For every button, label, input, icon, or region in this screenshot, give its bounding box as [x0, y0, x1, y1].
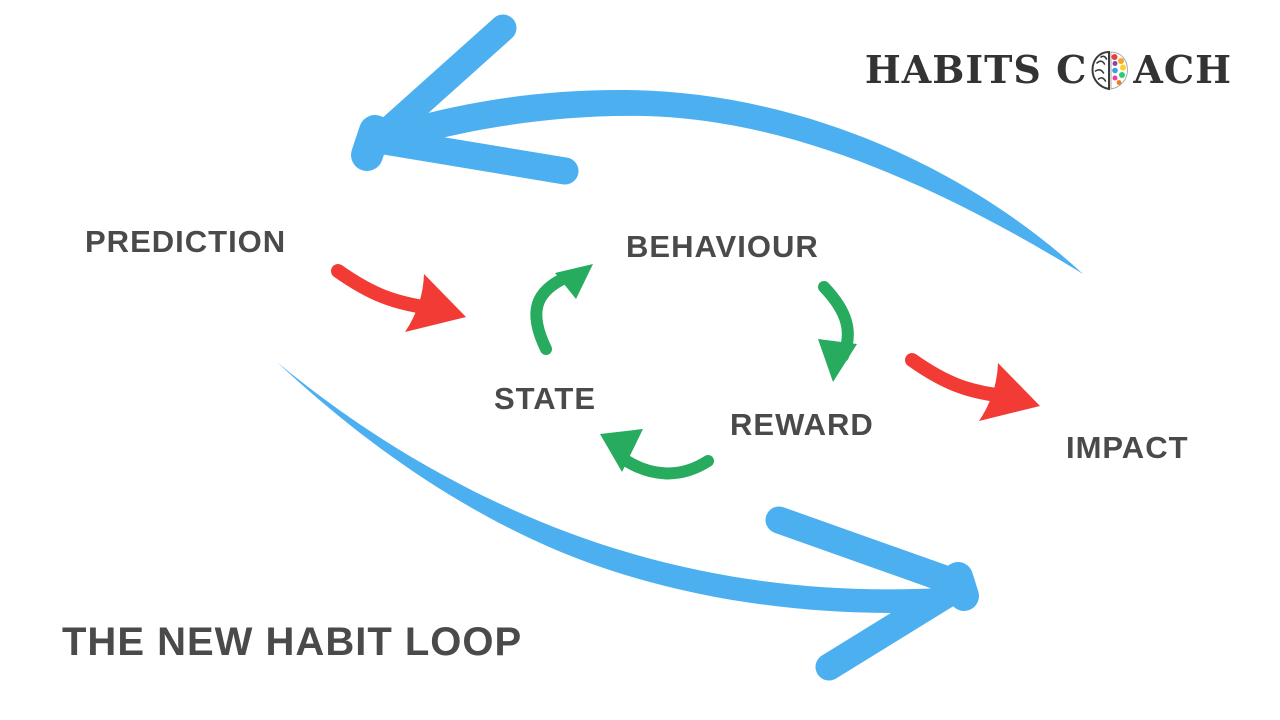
arrow-head	[979, 363, 1040, 421]
reward-to-impact-arrow	[905, 353, 1040, 421]
brand-logo: HABITS C ACH	[865, 48, 1232, 92]
behaviour-to-reward-arrow	[818, 281, 857, 382]
brain-icon	[1091, 50, 1129, 91]
prediction-into-loop-arrow	[331, 264, 466, 332]
node-label-impact: IMPACT	[1066, 430, 1189, 465]
arrow-shaft	[377, 90, 1083, 274]
node-label-state: STATE	[494, 381, 597, 416]
node-label-behaviour: BEHAVIOUR	[626, 229, 819, 264]
node-label-prediction: PREDICTION	[85, 224, 287, 259]
arrow-head	[600, 429, 643, 472]
arrow-head	[405, 274, 466, 332]
arrow-head	[818, 339, 857, 382]
arrow-head	[555, 264, 593, 299]
arrow-shaft	[616, 452, 714, 480]
outer-loop-bottom-arrow	[277, 362, 979, 681]
arrow-shaft	[277, 362, 940, 613]
arrow-shaft	[905, 353, 1011, 403]
diagram-title: THE NEW HABIT LOOP	[62, 620, 523, 664]
arrow-shaft	[331, 264, 437, 315]
arrow-shaft	[530, 271, 573, 355]
reward-to-state-arrow	[600, 429, 714, 480]
logo-text-left: HABITS C	[864, 47, 1088, 92]
state-to-behaviour-arrow	[530, 264, 593, 355]
arrow-head-blob	[943, 562, 979, 611]
outer-loop-top-arrow	[351, 14, 1083, 274]
arrow-head-blob	[351, 115, 391, 171]
node-label-reward: REWARD	[730, 407, 874, 442]
logo-text-right: ACH	[1133, 47, 1232, 92]
